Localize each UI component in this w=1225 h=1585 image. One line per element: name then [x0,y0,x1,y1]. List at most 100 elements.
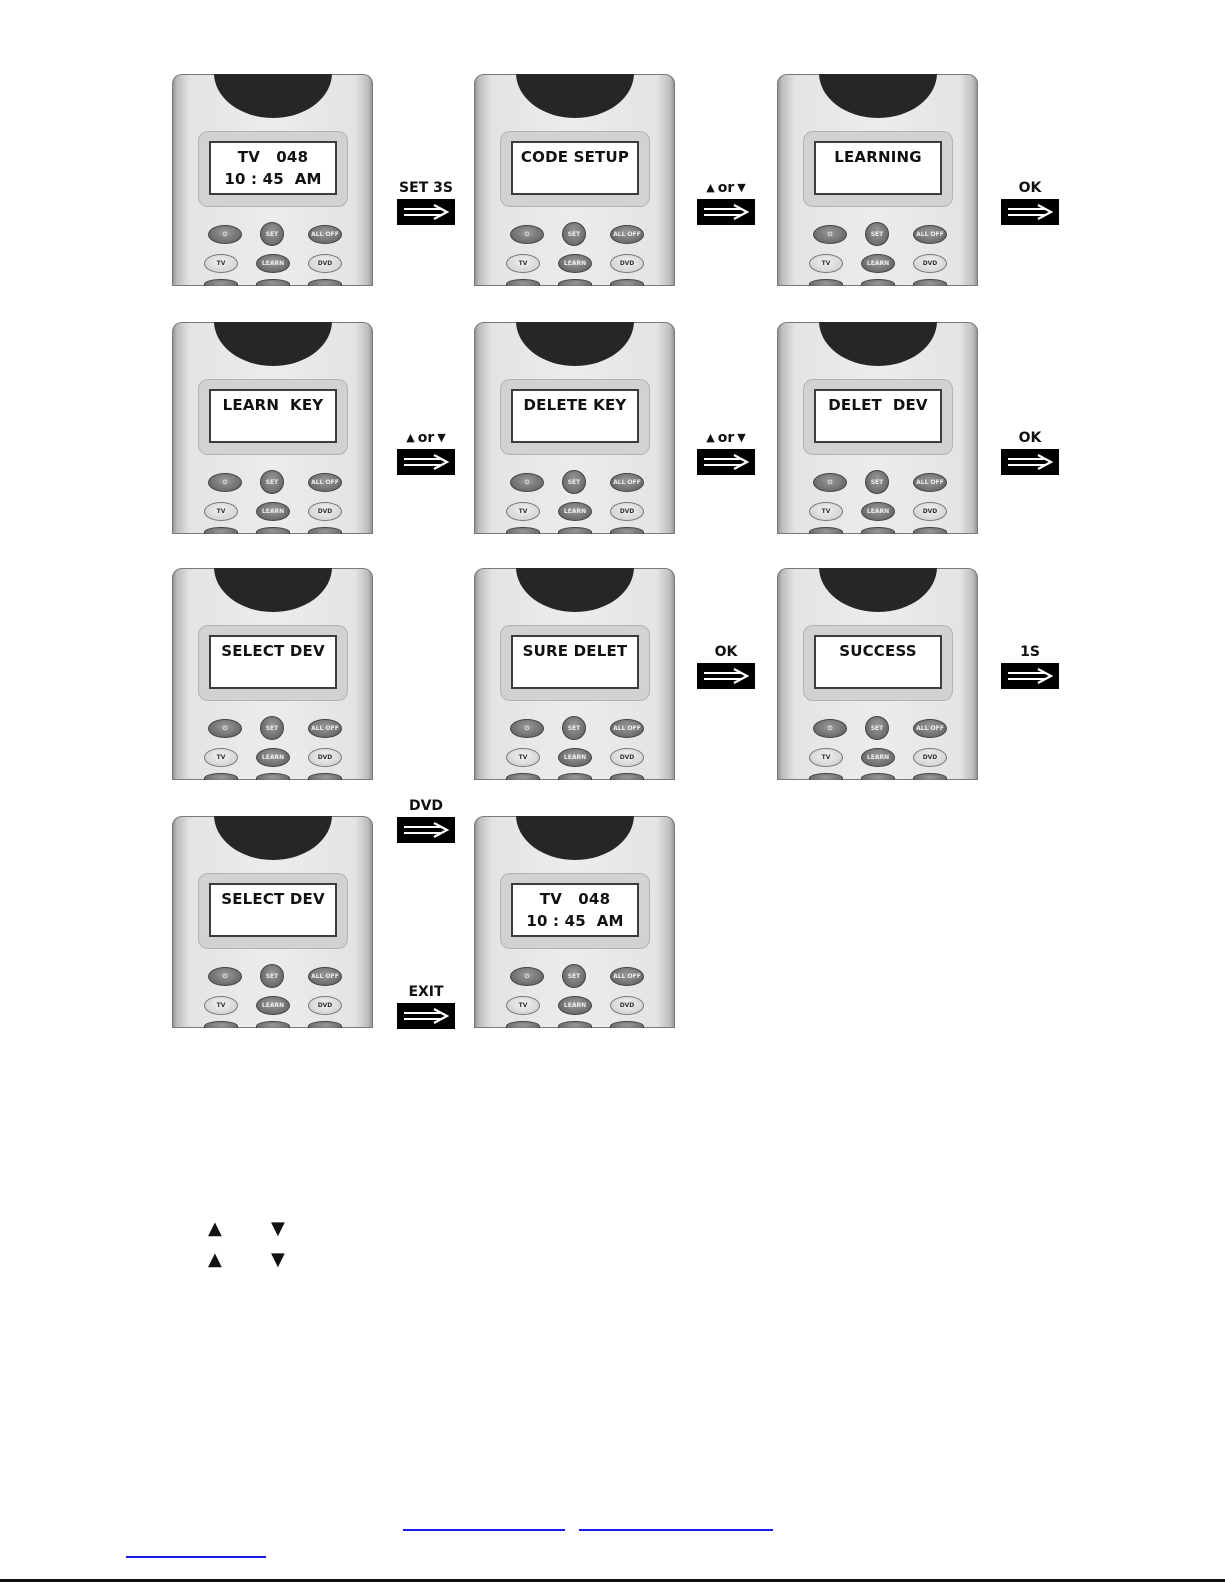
up-triangle-icon: ▲ [406,431,415,444]
step-label-text: OK [714,644,738,660]
all-off-button: ALL OFF [610,473,644,492]
step-indicator: SET 3S [397,180,455,225]
remote-ir-window [213,74,332,118]
step-indicator: ▲or▼ [697,430,755,475]
dvd-button: DVD [913,748,947,767]
lcd-screen: CODE SETUP [511,141,639,195]
cutoff-button [204,773,238,780]
right-arrow-icon [397,199,455,225]
hyperlink-underline[interactable] [579,1529,773,1531]
cutoff-button [506,527,540,534]
cutoff-button [308,773,342,780]
learn-button: LEARN [558,254,592,273]
all-off-button: ALL OFF [610,719,644,738]
power-button: ⏻ [208,719,242,738]
right-arrow-icon [697,663,755,689]
power-button: ⏻ [208,225,242,244]
dvd-button: DVD [610,996,644,1015]
lcd-text: CODE SETUP [520,148,630,166]
lcd-screen: LEARN KEY [209,389,337,443]
step-label: DVD [409,798,443,814]
all-off-button: ALL OFF [308,225,342,244]
learn-button: LEARN [861,748,895,767]
step-indicator: EXIT [397,984,455,1029]
power-button: ⏻ [510,719,544,738]
cutoff-button [610,527,644,534]
cutoff-button [610,1021,644,1028]
power-button: ⏻ [813,719,847,738]
right-arrow-icon [697,449,755,475]
step-label-text: OK [1018,430,1042,446]
set-button: SET [865,470,889,494]
set-button: SET [562,222,586,246]
tv-button: TV [809,502,843,521]
step-label: OK [1019,180,1042,196]
remote-ir-window [213,568,332,612]
hyperlink-underline[interactable] [403,1529,565,1531]
step-label: ▲or▼ [706,180,745,196]
lcd-text: DELETE KEY [523,396,627,414]
cutoff-button [506,1021,540,1028]
step-label-text: 1S [1020,644,1040,660]
down-triangle-icon: ▼ [271,1249,285,1270]
power-button: ⏻ [813,473,847,492]
step-label-text: or [417,430,435,446]
lcd-screen: SURE DELET [511,635,639,689]
up-triangle-icon: ▲ [208,1249,222,1270]
remote-ir-window [515,322,634,366]
cutoff-button [256,1021,290,1028]
cutoff-button [558,773,592,780]
cutoff-button [256,527,290,534]
right-arrow-icon [397,449,455,475]
cutoff-button [308,279,342,286]
power-button: ⏻ [510,225,544,244]
lcd-text: SURE DELET [522,642,628,660]
step-label: 1S [1020,644,1040,660]
step-indicator: ▲or▼ [697,180,755,225]
all-off-button: ALL OFF [308,967,342,986]
learn-button: LEARN [256,254,290,273]
cutoff-button [308,1021,342,1028]
right-arrow-icon [397,817,455,843]
power-button: ⏻ [208,473,242,492]
tv-button: TV [204,502,238,521]
set-button: SET [865,222,889,246]
lcd-screen: DELETE KEY [511,389,639,443]
right-arrow-icon [1001,663,1059,689]
power-button: ⏻ [510,967,544,986]
cutoff-button [558,279,592,286]
learn-button: LEARN [861,502,895,521]
learn-button: LEARN [861,254,895,273]
remote-ir-window [515,74,634,118]
set-button: SET [260,470,284,494]
tv-button: TV [506,996,540,1015]
lcd-text: TV 048 [237,148,309,166]
up-triangle-icon: ▲ [208,1218,222,1239]
learn-button: LEARN [558,748,592,767]
lcd-text: SUCCESS [839,642,917,660]
all-off-button: ALL OFF [308,719,342,738]
learn-button: LEARN [256,996,290,1015]
hyperlink-underline[interactable] [126,1556,266,1558]
cutoff-button [861,527,895,534]
power-button: ⏻ [510,473,544,492]
dvd-button: DVD [610,254,644,273]
step-label: OK [715,644,738,660]
right-arrow-icon [697,199,755,225]
cutoff-button [558,1021,592,1028]
step-label: EXIT [408,984,443,1000]
step-label-text: or [717,180,735,196]
power-button: ⏻ [813,225,847,244]
remote-ir-window [818,322,937,366]
step-label-text: DVD [408,798,444,814]
step-indicator: DVD [397,798,455,843]
step-indicator: ▲or▼ [397,430,455,475]
lcd-text: SELECT DEV [221,890,325,908]
step-indicator: OK [1001,430,1059,475]
